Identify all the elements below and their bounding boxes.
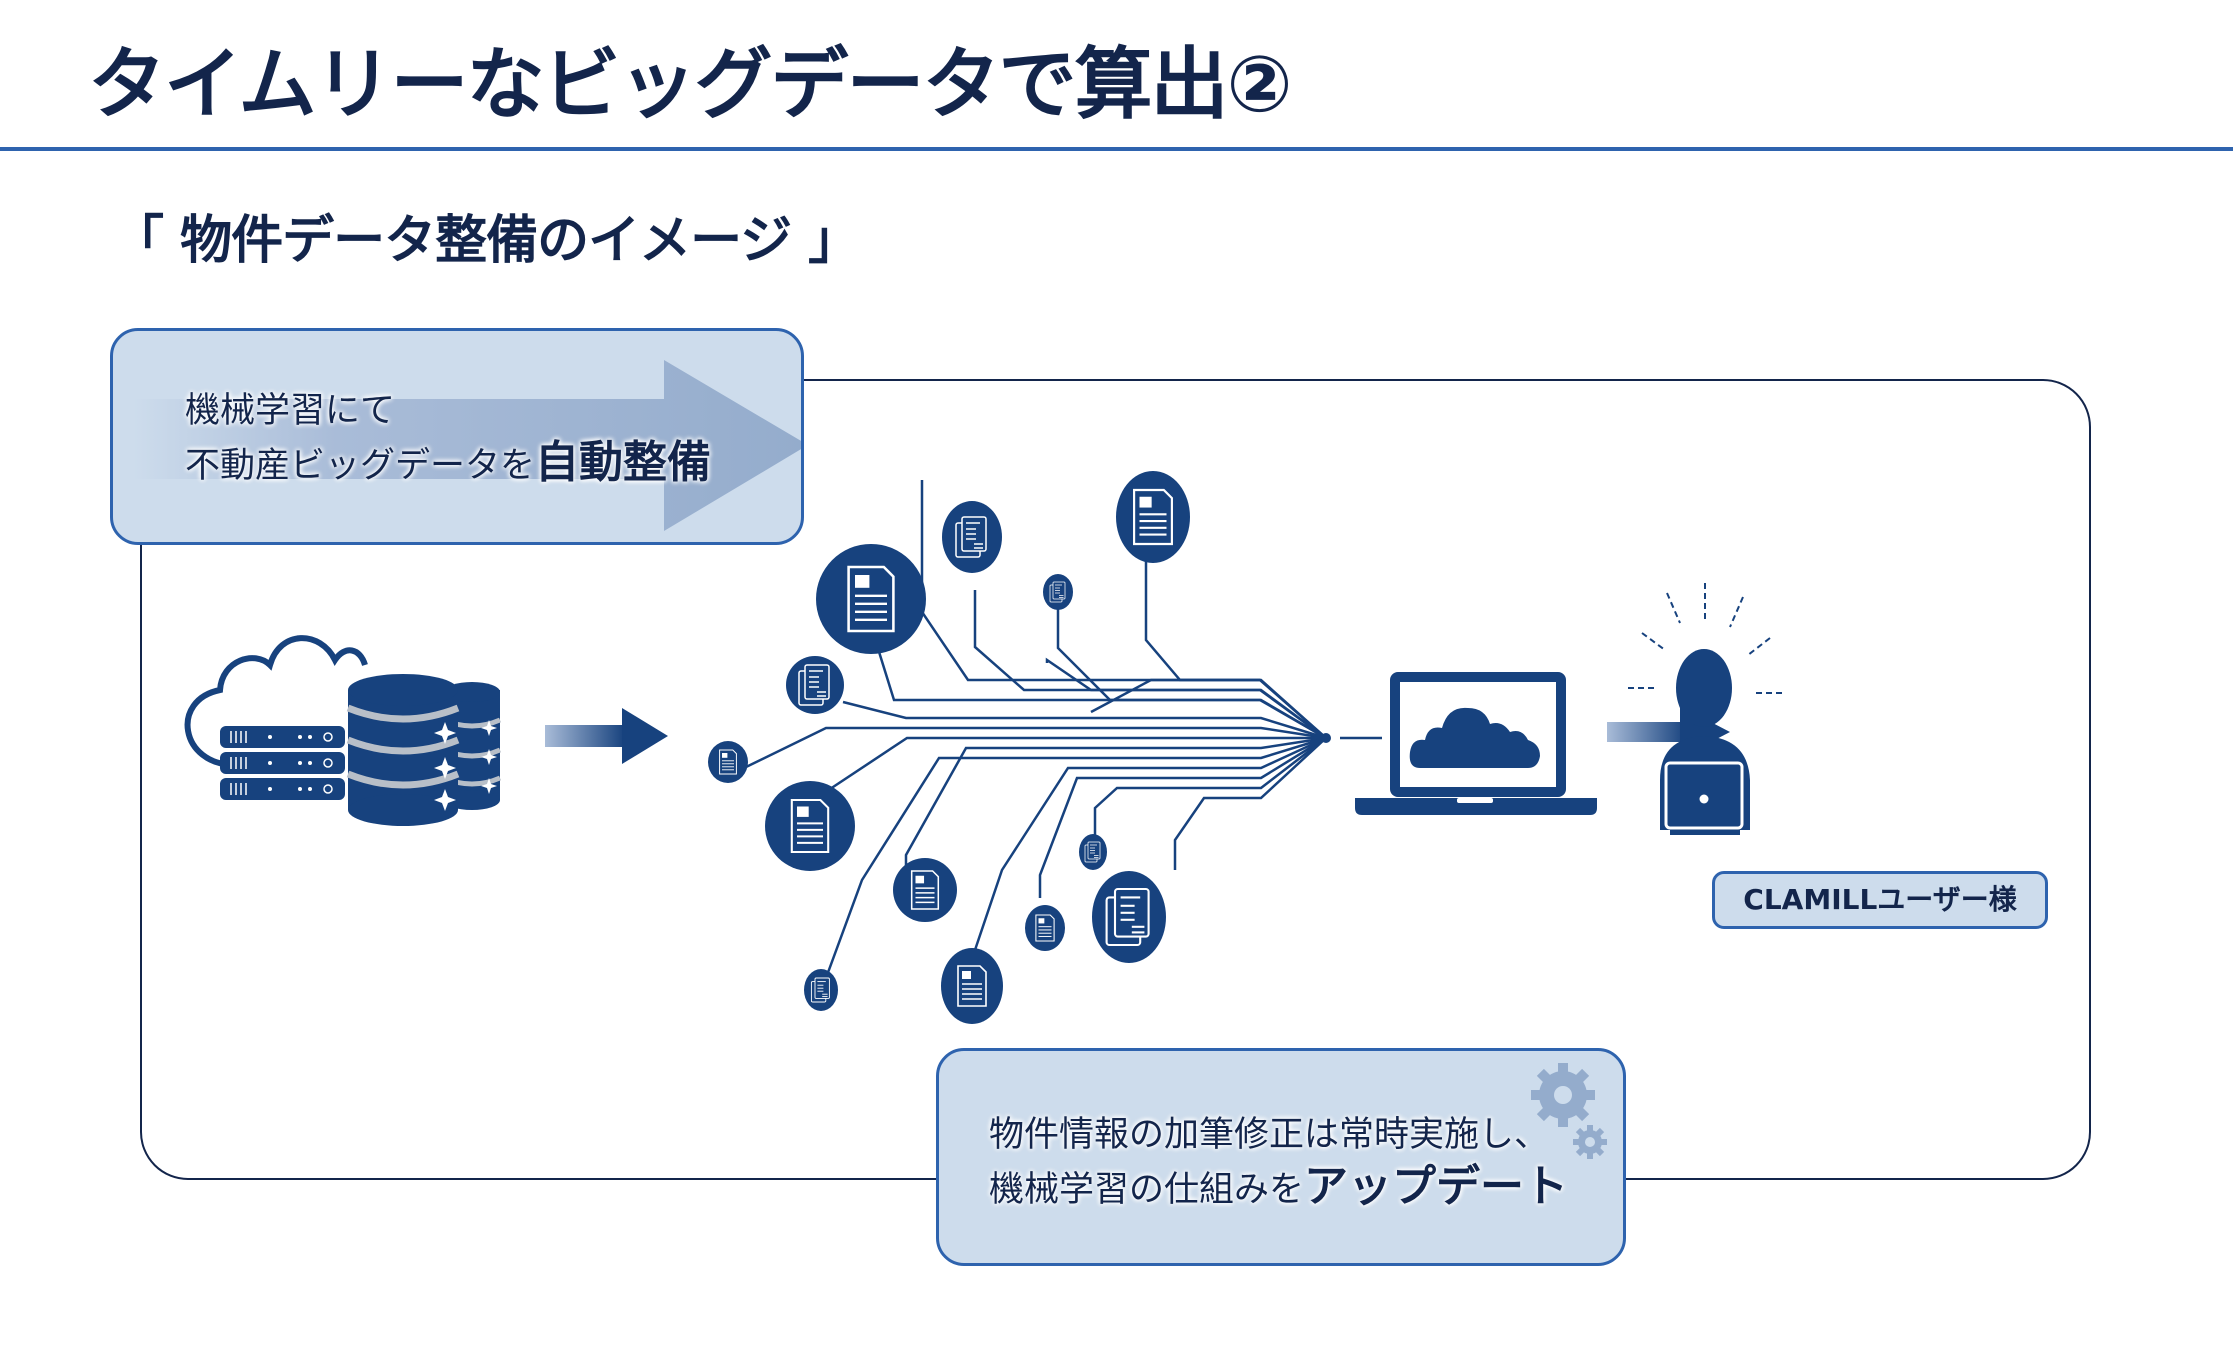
update-callout: 物件情報の加筆修正は常時実施し、 機械学習の仕組みをアップデート <box>936 1048 1626 1266</box>
document-icon <box>804 969 838 1011</box>
document-icon <box>765 781 855 871</box>
data-network-lines <box>743 480 1382 979</box>
server-rack-icon <box>220 726 345 800</box>
gears-icon <box>1531 1063 1607 1159</box>
document-icon <box>1043 574 1073 610</box>
callout-bottom-line1: 物件情報の加筆修正は常時実施し、 <box>989 1115 1550 1155</box>
big-arrow-shape <box>133 360 801 531</box>
title-divider <box>0 147 2233 151</box>
auto-maintenance-callout: 機械学習にて 不動産ビッグデータを自動整備 <box>110 328 804 545</box>
document-icon <box>1025 905 1065 951</box>
user-label: CLAMILLユーザー様 <box>1712 871 2048 929</box>
document-icon <box>786 656 844 714</box>
callout-top-line1: 機械学習にて <box>185 391 396 431</box>
convergence-node <box>1321 733 1331 743</box>
callout-top-emphasis: 自動整備 <box>535 437 712 488</box>
callout-bottom-line2: 機械学習の仕組みをアップデート <box>989 1161 1569 1212</box>
document-icon <box>893 858 957 922</box>
laptop-cloud-icon <box>1355 672 1597 815</box>
cloud-database-server-icon <box>184 635 501 826</box>
callout-bottom-emphasis: アップデート <box>1304 1161 1569 1212</box>
section-subtitle: 「 物件データ整備のイメージ 」 <box>112 211 860 271</box>
page-title: タイムリーなビッグデータで算出② <box>88 40 1292 130</box>
callout-top-line2: 不動産ビッグデータを自動整備 <box>185 437 712 488</box>
flow-arrow-1 <box>545 708 668 764</box>
document-icon <box>1079 834 1107 870</box>
document-nodes <box>708 471 1190 1024</box>
document-icon <box>1092 871 1166 963</box>
document-icon <box>942 501 1002 573</box>
document-icon <box>941 948 1003 1024</box>
database-icon <box>346 674 501 826</box>
document-icon <box>1116 471 1190 563</box>
user-with-laptop-icon <box>1628 583 1782 835</box>
document-icon <box>816 544 926 654</box>
document-icon <box>708 741 748 783</box>
